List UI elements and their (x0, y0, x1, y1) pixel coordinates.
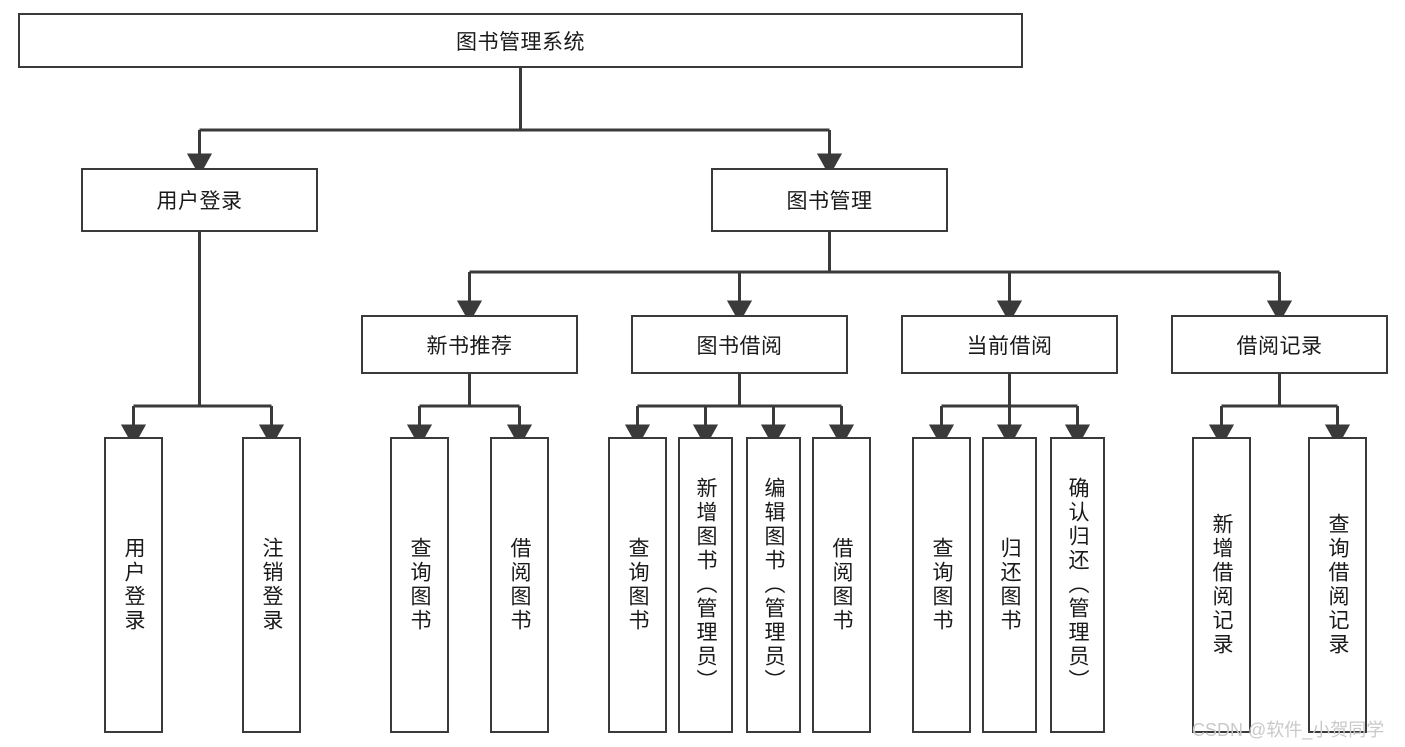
leaf-borrow-query-book[interactable]: 查询图书 (608, 437, 667, 733)
leaf-current-return-book[interactable]: 归还图书 (982, 437, 1037, 733)
leaf-user-login-login[interactable]: 用户登录 (104, 437, 163, 733)
leaf-user-login-logout[interactable]: 注销登录 (242, 437, 301, 733)
node-current-borrow[interactable]: 当前借阅 (901, 315, 1118, 374)
node-new-book-recommend[interactable]: 新书推荐 (361, 315, 578, 374)
leaf-borrow-borrow-book[interactable]: 借阅图书 (812, 437, 871, 733)
node-borrow-record[interactable]: 借阅记录 (1171, 315, 1388, 374)
node-book-borrow[interactable]: 图书借阅 (631, 315, 848, 374)
leaf-record-query-record[interactable]: 查询借阅记录 (1308, 437, 1367, 733)
node-root-system[interactable]: 图书管理系统 (18, 13, 1023, 68)
leaf-recommend-query-book[interactable]: 查询图书 (390, 437, 449, 733)
leaf-current-confirm-return-admin[interactable]: 确认归还（管理员） (1050, 437, 1105, 733)
node-user-login[interactable]: 用户登录 (81, 168, 318, 232)
leaf-borrow-edit-book-admin[interactable]: 编辑图书（管理员） (746, 437, 801, 733)
leaf-recommend-borrow-book[interactable]: 借阅图书 (490, 437, 549, 733)
leaf-current-query-book[interactable]: 查询图书 (912, 437, 971, 733)
leaf-record-add-record[interactable]: 新增借阅记录 (1192, 437, 1251, 733)
leaf-borrow-add-book-admin[interactable]: 新增图书（管理员） (678, 437, 733, 733)
node-book-management[interactable]: 图书管理 (711, 168, 948, 232)
